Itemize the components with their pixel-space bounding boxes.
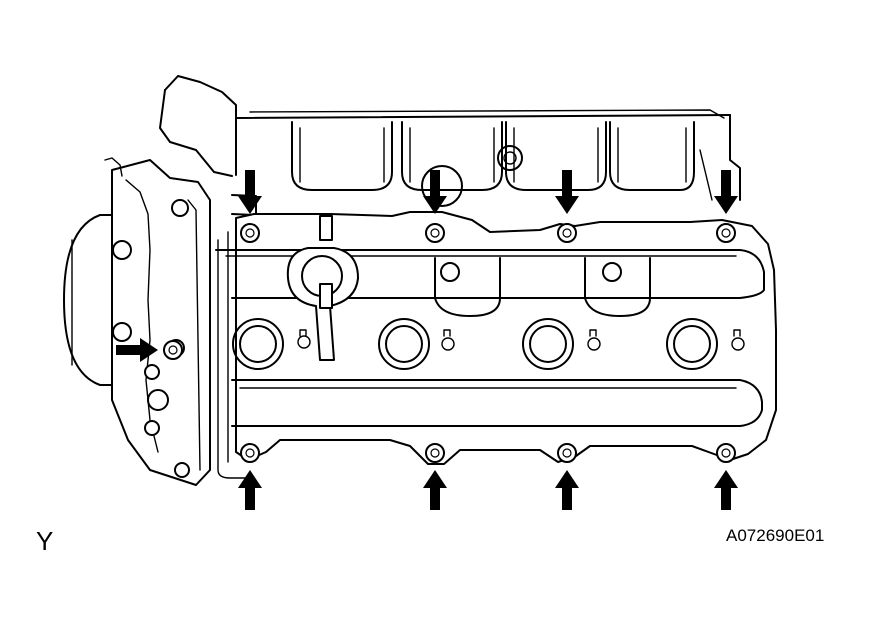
- bolt-lower-3: [557, 443, 577, 463]
- bolt-upper-4: [716, 223, 736, 243]
- arrow-down-3: [555, 170, 579, 214]
- arrow-down-4: [714, 170, 738, 214]
- arrow-right-side: [116, 338, 158, 362]
- intake-ports: [231, 121, 695, 216]
- arrow-up-3: [555, 470, 579, 510]
- figure-code: A072690E01: [726, 526, 825, 545]
- spark-plug-holes: [232, 318, 745, 370]
- bolt-upper-1: [240, 223, 260, 243]
- bolt-lower-2: [425, 443, 445, 463]
- bolt-upper-2: [425, 223, 445, 243]
- arrow-up-2: [423, 470, 447, 510]
- arrow-down-1: [238, 170, 262, 214]
- arrow-up-4: [714, 470, 738, 510]
- timing-cover-housing: [63, 157, 211, 486]
- upper-housing: [159, 75, 741, 201]
- bolt-upper-3: [557, 223, 577, 243]
- oil-filler-cap: [286, 215, 359, 361]
- view-label: Y: [36, 526, 54, 556]
- cover-bolts: [163, 223, 736, 463]
- bolt-side: [163, 340, 183, 360]
- cylinder-head-cover: [215, 211, 777, 479]
- arrow-down-2: [423, 170, 447, 214]
- callout-arrows: [116, 170, 738, 510]
- arrow-up-1: [238, 470, 262, 510]
- bolt-lower-4: [716, 443, 736, 463]
- bolt-lower-1: [240, 443, 260, 463]
